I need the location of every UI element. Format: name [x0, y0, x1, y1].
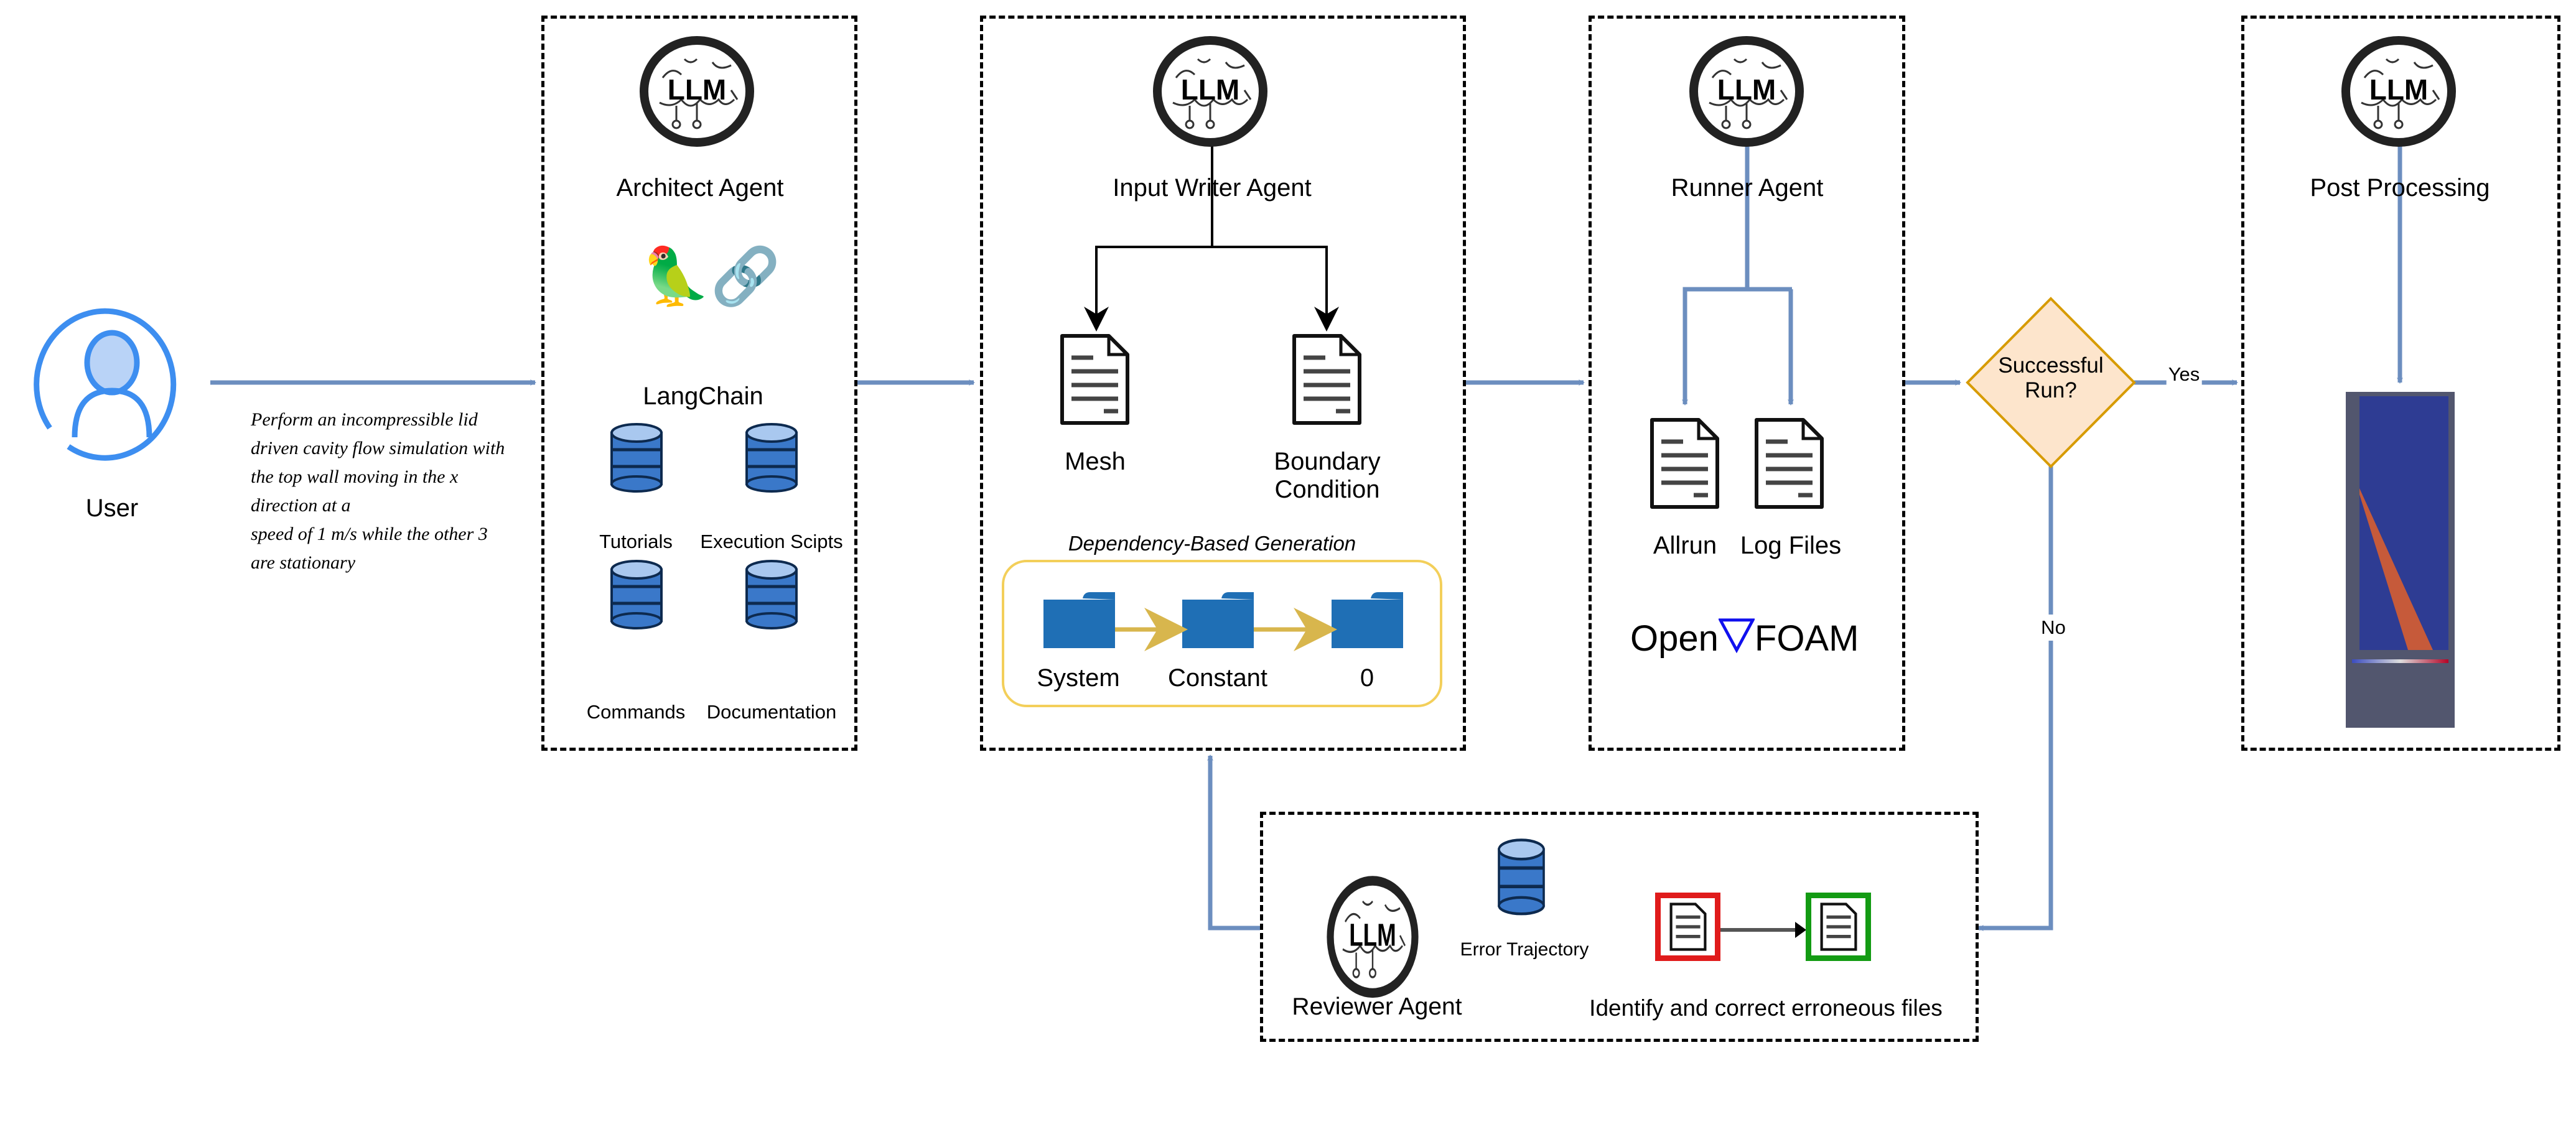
openfoam-logo: Open FOAM: [1630, 617, 1859, 659]
folder-icon-constant: [1182, 592, 1254, 651]
database-icon-error-trajectory: [1496, 837, 1547, 919]
openfoam-open: Open: [1630, 618, 1719, 659]
document-icon-boundary-condition: [1291, 333, 1363, 429]
svg-text:LLM: LLM: [2369, 73, 2429, 106]
user-icon: [34, 308, 177, 461]
file-label-allrun: Allrun: [1653, 532, 1717, 559]
user-label: User: [85, 494, 139, 522]
db-label-documentation: Documentation: [706, 701, 837, 723]
writer-branch-right: [1212, 246, 1339, 332]
database-icon-tutorials: [609, 422, 665, 496]
svg-text:LLM: LLM: [1349, 918, 1396, 953]
document-icon-log-files: [1753, 417, 1825, 513]
post-processing-title: Post Processing: [2310, 174, 2490, 202]
erroneous-file-icon: [1655, 893, 1720, 961]
decision-diamond: [1966, 297, 2136, 468]
prompt-line: Perform an incompressible lid: [251, 409, 478, 430]
openfoam-foam: FOAM: [1754, 618, 1859, 659]
langchain-label: LangChain: [643, 383, 763, 410]
dependency-group: [1002, 560, 1442, 707]
decision-line-1: Successful: [1998, 353, 2104, 378]
simulation-result-image: [2346, 392, 2455, 728]
writer-branch-left: [1084, 142, 1213, 332]
database-icon-commands: [609, 559, 665, 633]
corrected-file-icon: [1806, 893, 1871, 961]
folder-icon-system: [1043, 592, 1115, 651]
decision-line-2: Run?: [2025, 378, 2077, 402]
db-label-execution-scripts: Execution Scipts: [700, 531, 843, 552]
folder-label-zero: 0: [1360, 664, 1374, 692]
prompt-line: are stationary: [251, 552, 356, 573]
db-label-tutorials: Tutorials: [599, 531, 673, 552]
file-label-mesh: Mesh: [1065, 448, 1126, 475]
post-processing-panel: [2241, 16, 2560, 751]
input-writer-title: Input Writer Agent: [1113, 174, 1312, 202]
svg-text:LLM: LLM: [668, 73, 727, 106]
document-icon-mesh: [1059, 333, 1131, 429]
document-icon-allrun: [1649, 417, 1720, 513]
svg-text:LLM: LLM: [1181, 73, 1240, 106]
llm-icon: LLM: [638, 34, 756, 152]
nabla-icon: [1717, 618, 1756, 654]
input-writer-agent-panel: [980, 16, 1466, 751]
architect-title: Architect Agent: [616, 174, 784, 202]
reviewer-agent-panel: [1260, 812, 1979, 1042]
llm-icon: LLM: [1687, 34, 1806, 152]
prompt-line: direction at a: [251, 495, 351, 516]
file-label-log-files: Log Files: [1740, 532, 1842, 559]
prompt-line: the top wall moving in the x: [251, 467, 459, 487]
svg-text:LLM: LLM: [1717, 73, 1776, 106]
correction-arrow: [1720, 922, 1806, 938]
llm-icon: LLM: [1325, 874, 1420, 1004]
llm-icon: LLM: [1151, 34, 1269, 152]
runner-title: Runner Agent: [1671, 174, 1824, 202]
file-label-boundary: Boundary: [1274, 448, 1381, 475]
error-trajectory-label: Error Trajectory: [1460, 939, 1589, 960]
file-label-condition: Condition: [1274, 476, 1380, 503]
architect-agent-panel: [541, 16, 857, 751]
folder-icon-zero: [1332, 592, 1403, 651]
prompt-line: driven cavity flow simulation with: [251, 438, 505, 458]
database-icon-documentation: [744, 559, 800, 633]
prompt-line: speed of 1 m/s while the other 3: [251, 524, 488, 544]
llm-icon: LLM: [2340, 34, 2458, 152]
folder-label-constant: Constant: [1167, 664, 1268, 692]
reviewer-action: Identify and correct erroneous files: [1589, 995, 1943, 1021]
runner-agent-panel: [1589, 16, 1905, 751]
no-label: No: [2041, 615, 2066, 641]
runner-branch: [1682, 142, 1750, 406]
db-label-commands: Commands: [586, 701, 686, 723]
yes-label: Yes: [2166, 363, 2202, 386]
dependency-title: Dependency-Based Generation: [1068, 532, 1356, 555]
parrot-chain-icon: 🦜🔗: [641, 246, 781, 308]
database-icon-execution-scripts: [744, 422, 800, 496]
folder-label-system: System: [1037, 664, 1120, 692]
reviewer-title: Reviewer Agent: [1292, 993, 1462, 1020]
arrow-decision-no: [1977, 460, 2053, 931]
user-prompt: Perform an incompressible lid driven cav…: [251, 406, 505, 577]
decision-label: Successful Run?: [1998, 353, 2103, 403]
arrow-reviewer-to-writer: [1207, 754, 1260, 931]
